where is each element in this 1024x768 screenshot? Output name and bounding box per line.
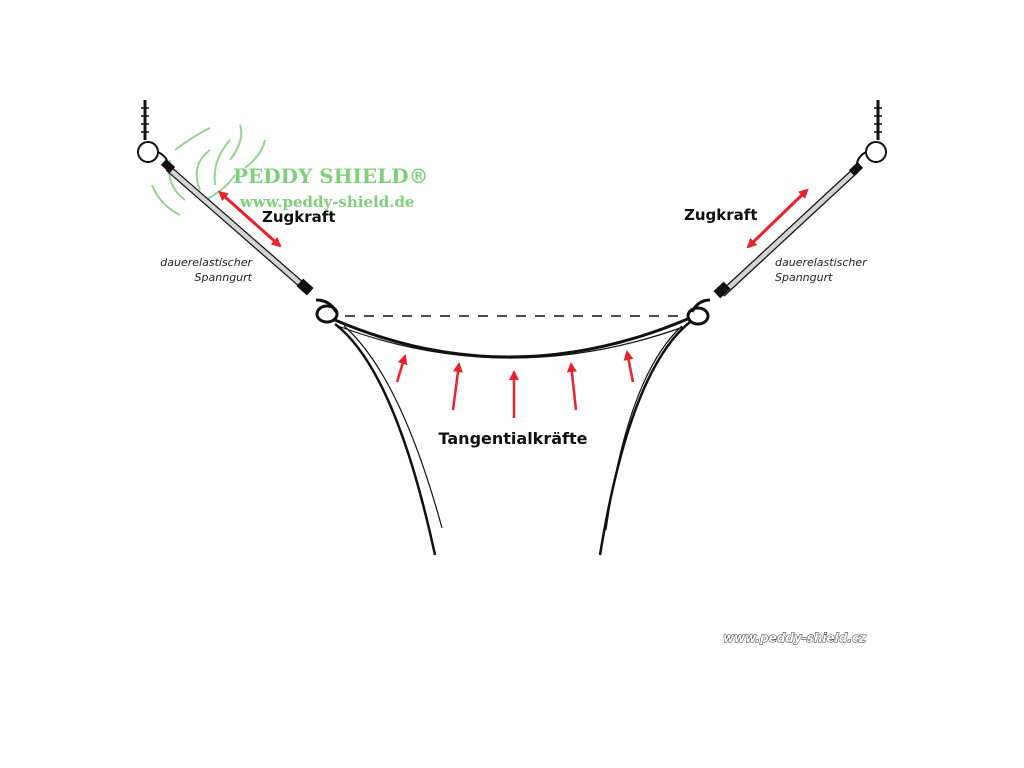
tangential-arrow-2 — [451, 362, 463, 411]
right-tension-arrow — [746, 188, 809, 249]
right-corner-ring — [686, 298, 711, 326]
right-anchor-hook — [855, 100, 887, 171]
left-tension-label: Zugkraft — [262, 208, 335, 226]
tangential-force-arrows — [395, 350, 635, 418]
right-strap-label-line2: Spanngurt — [775, 271, 833, 284]
logo-brand: PEDDY SHIELD® — [233, 164, 429, 188]
left-strap-label-line2: Spanngurt — [195, 271, 253, 284]
left-anchor-hook — [137, 100, 170, 171]
sun-icon — [151, 124, 266, 216]
logo-url: www.peddy-shield.de — [239, 193, 414, 211]
right-strap-label-line1: dauerelastischer — [775, 256, 868, 269]
left-tension-arrow — [218, 190, 282, 248]
left-corner-ring — [315, 298, 339, 324]
tangential-forces-label: Tangentialkräfte — [439, 429, 588, 448]
tangential-arrow-4 — [566, 362, 578, 411]
shade-sail — [334, 316, 691, 556]
tangential-arrow-1 — [395, 354, 408, 383]
peddy-shield-logo: PEDDY SHIELD® www.peddy-shield.de — [151, 124, 429, 216]
footer-url: www.peddy-shield.cz — [723, 631, 867, 645]
tangential-arrow-5 — [623, 350, 635, 383]
right-tension-label: Zugkraft — [684, 206, 757, 224]
left-strap-label-line1: dauerelastischer — [160, 256, 253, 269]
